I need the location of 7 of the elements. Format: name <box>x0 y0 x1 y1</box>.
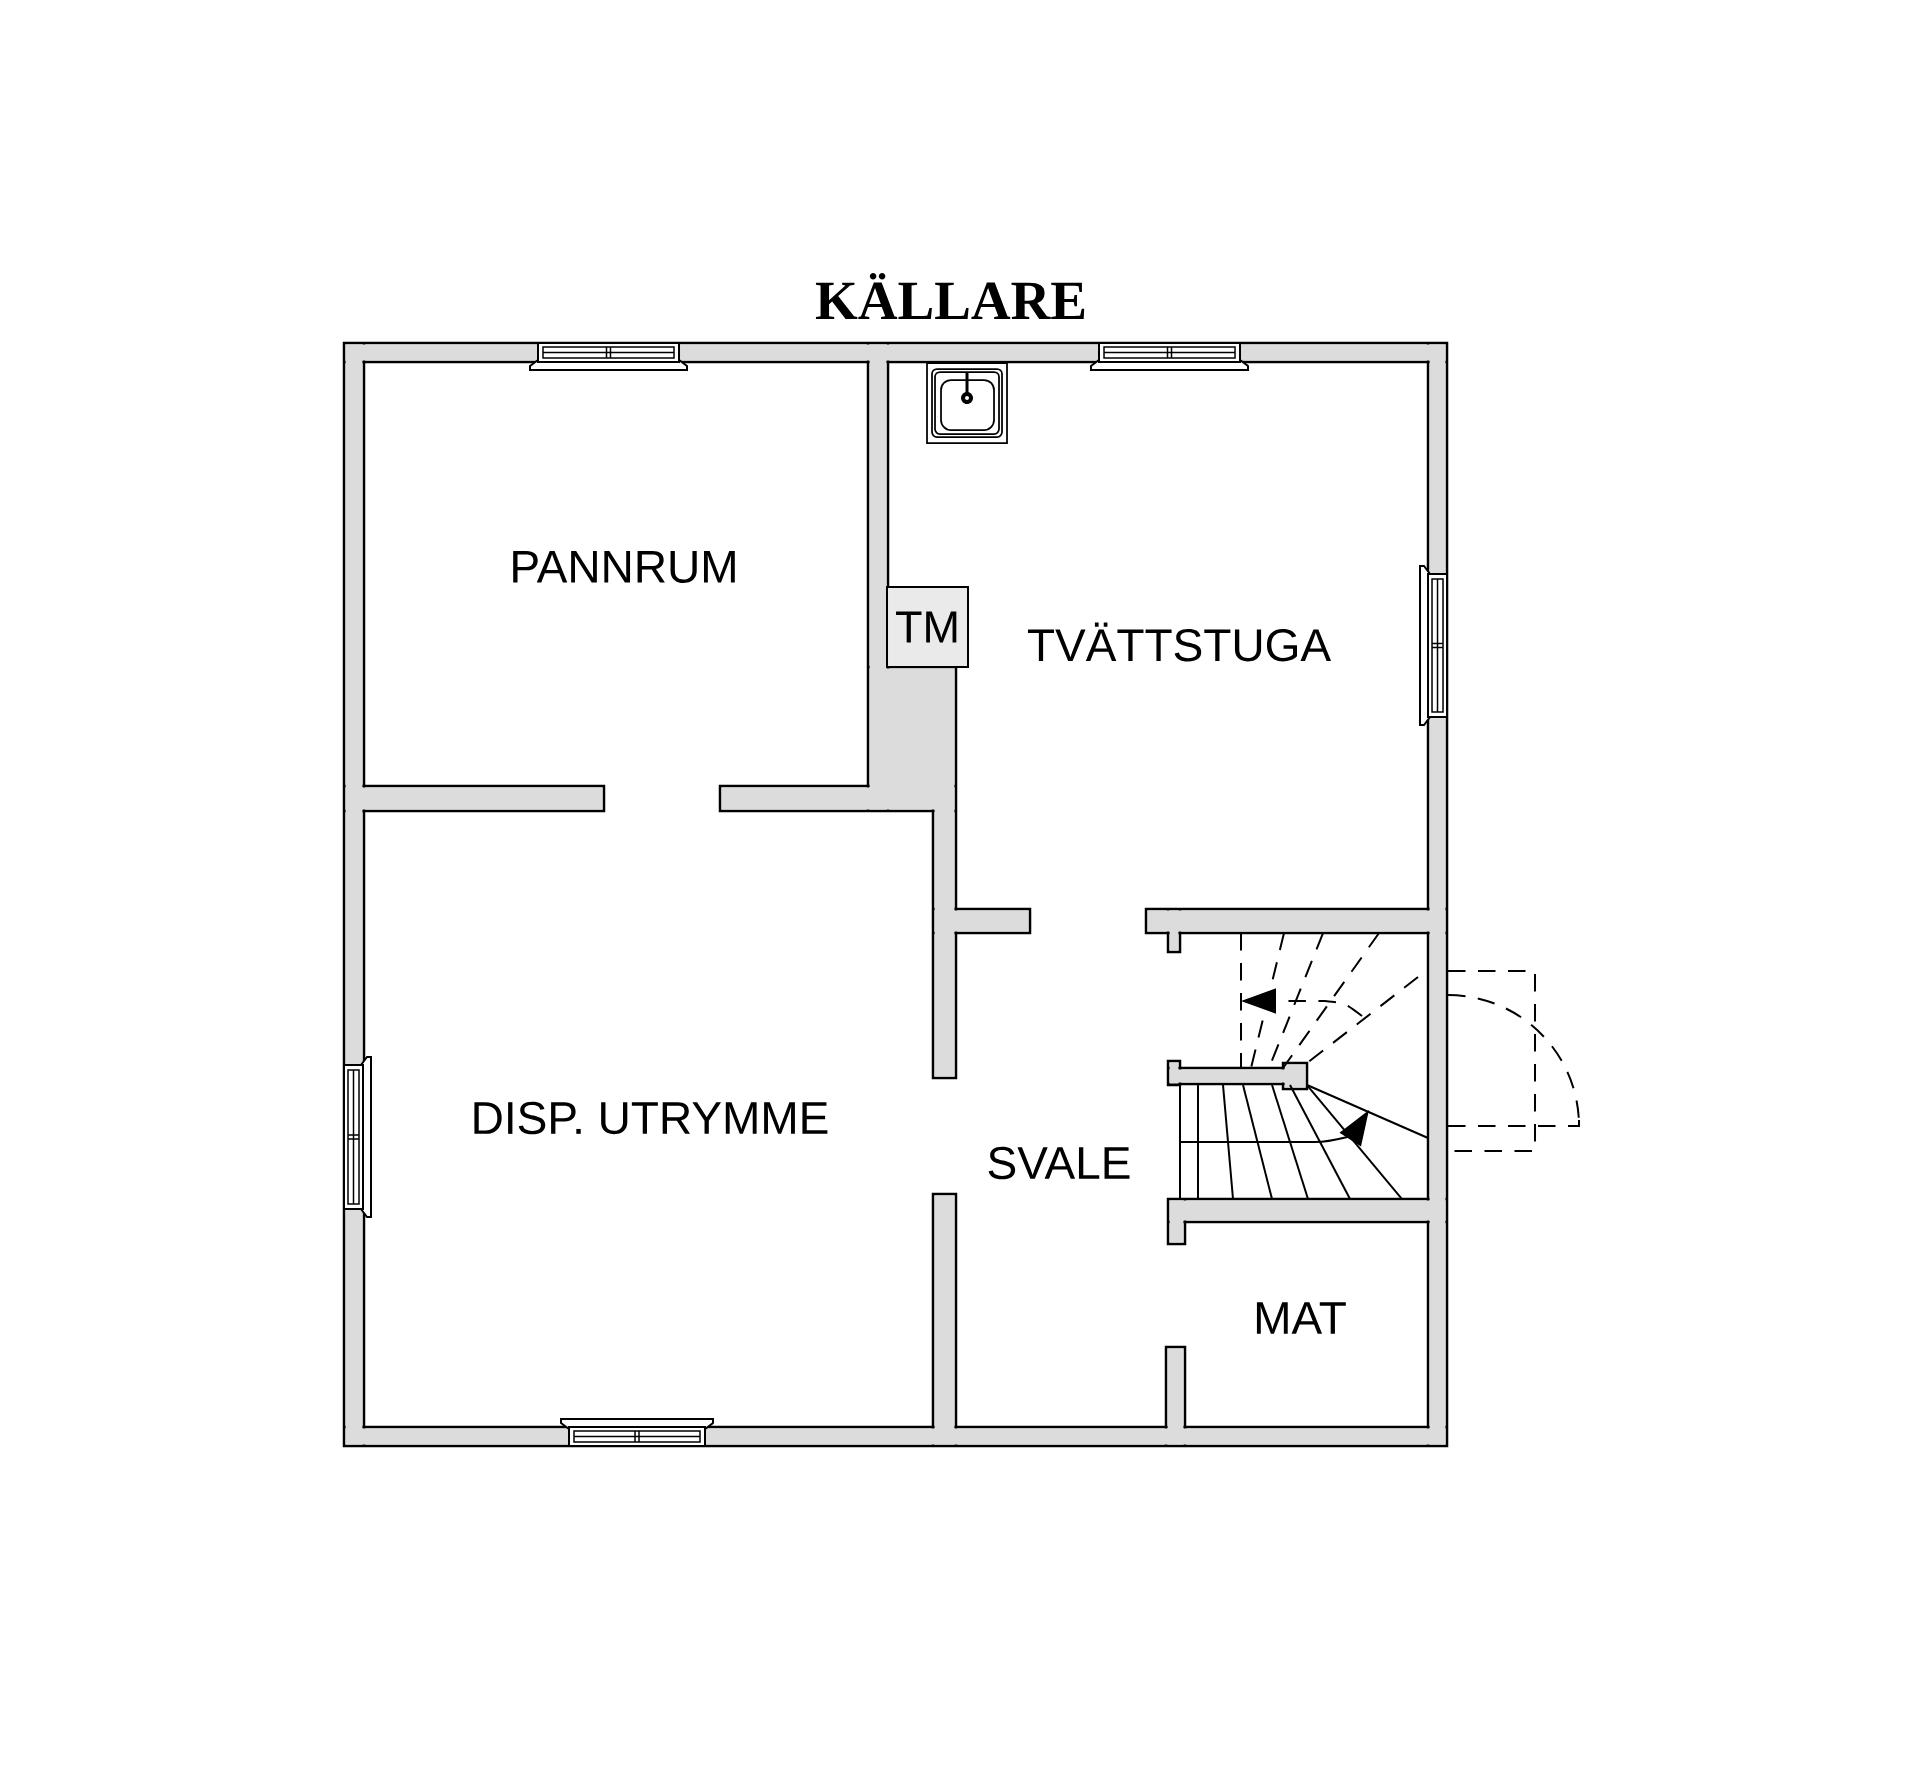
title: KÄLLARE <box>815 273 1085 319</box>
room-label: DISP. UTRYMME <box>474 1101 828 1135</box>
room-label: TVÄTTSTUGA <box>1027 622 1331 662</box>
room-label: PANNRUM <box>513 550 735 584</box>
appliance-box: TM <box>886 586 969 668</box>
room-label: SVALE <box>988 1146 1130 1180</box>
room-label: MAT <box>1256 1302 1346 1334</box>
